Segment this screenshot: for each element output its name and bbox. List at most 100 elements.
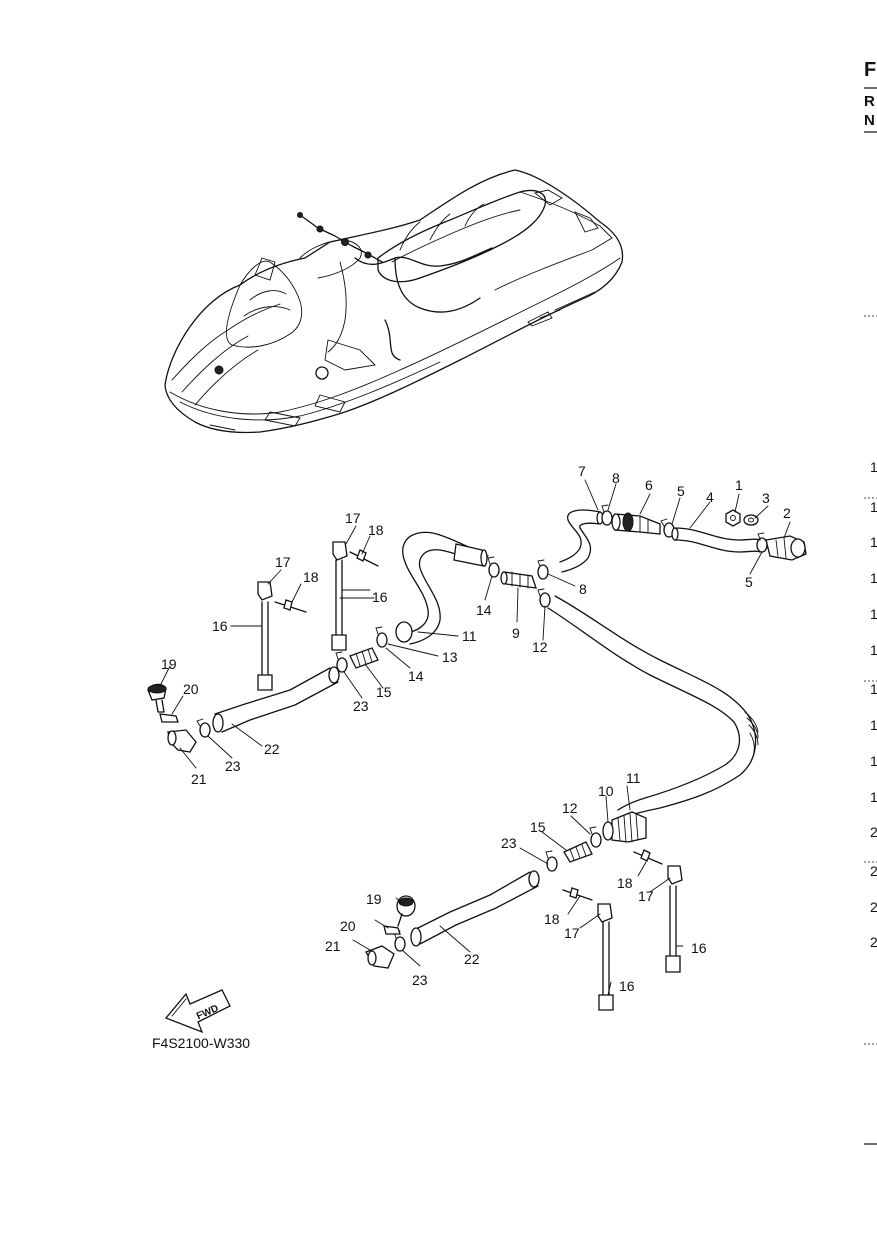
part-18-rivet-c bbox=[562, 887, 593, 901]
edge-number: 2 bbox=[870, 899, 877, 915]
part-10-fitting bbox=[602, 821, 614, 841]
part-23-clamp-c bbox=[393, 930, 406, 952]
callout-9: 9 bbox=[512, 625, 520, 641]
part-15-fitting-upper bbox=[349, 647, 379, 669]
part-17-holder-c bbox=[597, 903, 613, 923]
leader-lines bbox=[159, 479, 791, 996]
callout-23: 23 bbox=[501, 835, 517, 851]
callout-19: 19 bbox=[366, 891, 382, 907]
edge-number: 1 bbox=[870, 642, 877, 658]
part-19-cap-a bbox=[147, 683, 167, 713]
callout-18: 18 bbox=[617, 875, 633, 891]
callout-18: 18 bbox=[544, 911, 560, 927]
callout-17: 17 bbox=[275, 554, 291, 570]
exploded-parts bbox=[147, 504, 807, 1011]
part-4-hose bbox=[671, 527, 761, 553]
part-16-strap-c bbox=[598, 921, 614, 1011]
callout-17: 17 bbox=[345, 510, 361, 526]
callout-22: 22 bbox=[464, 951, 480, 967]
edge-number: 1 bbox=[870, 606, 877, 622]
callout-8: 8 bbox=[612, 470, 620, 486]
part-17-holder-a bbox=[257, 581, 273, 601]
watercraft-illustration bbox=[164, 169, 624, 434]
callout-22: 22 bbox=[264, 741, 280, 757]
callout-16: 16 bbox=[372, 589, 388, 605]
part-22-hose-lower bbox=[410, 870, 540, 947]
callout-7: 7 bbox=[578, 463, 586, 479]
part-1-nut bbox=[725, 509, 741, 527]
callout-17: 17 bbox=[638, 888, 654, 904]
callout-labels: 1 2 3 4 5 5 6 7 8 8 9 10 11 11 12 12 13 … bbox=[161, 463, 791, 994]
edge-number: 1 bbox=[870, 753, 877, 769]
callout-11: 11 bbox=[626, 770, 641, 786]
part-21-elbow-a bbox=[167, 729, 197, 753]
part-8-clamp-b bbox=[537, 559, 549, 580]
part-9-joint bbox=[500, 571, 537, 589]
callout-5: 5 bbox=[745, 574, 753, 590]
part-15-fitting-lower bbox=[563, 841, 593, 863]
callout-8: 8 bbox=[579, 581, 587, 597]
edge-number-column: 1 1 1 1 1 1 1 1 1 1 2 2 2 2 bbox=[864, 315, 877, 1145]
header-letter-n: N bbox=[864, 112, 875, 129]
edge-number: 1 bbox=[870, 789, 877, 805]
part-7-hose bbox=[559, 509, 604, 573]
callout-23: 23 bbox=[412, 972, 428, 988]
part-18-rivet-a bbox=[274, 599, 307, 613]
callout-23: 23 bbox=[353, 698, 369, 714]
callout-18: 18 bbox=[303, 569, 319, 585]
part-11-hose-upper bbox=[395, 531, 489, 645]
edge-number: 1 bbox=[870, 499, 877, 515]
callout-14: 14 bbox=[476, 602, 492, 618]
part-23-clamp-a bbox=[196, 718, 211, 738]
part-12-clamp-b bbox=[589, 826, 602, 848]
part-5-clamp-b bbox=[756, 532, 768, 553]
page-header: F R N bbox=[864, 59, 877, 133]
part-16-strap-a bbox=[257, 601, 273, 691]
edge-number: 1 bbox=[870, 717, 877, 733]
edge-number: 1 bbox=[870, 459, 877, 475]
part-8-clamp-a bbox=[601, 504, 613, 526]
part-18-rivet-d bbox=[633, 849, 663, 865]
part-20-clip-a bbox=[159, 713, 179, 723]
edge-number: 1 bbox=[870, 570, 877, 586]
callout-16: 16 bbox=[691, 940, 707, 956]
fwd-arrow: FWD bbox=[164, 989, 231, 1034]
part-14-clamp-b bbox=[335, 651, 348, 673]
part-16-strap-d bbox=[665, 885, 681, 973]
part-21-elbow-b bbox=[365, 945, 395, 969]
callout-13: 13 bbox=[442, 649, 458, 665]
part-16-strap-b bbox=[331, 559, 347, 651]
edge-number: 1 bbox=[870, 534, 877, 550]
callout-2: 2 bbox=[783, 505, 791, 521]
part-13-clamp bbox=[375, 626, 388, 648]
callout-19: 19 bbox=[161, 656, 177, 672]
callout-14: 14 bbox=[408, 668, 424, 684]
callout-20: 20 bbox=[183, 681, 199, 697]
part-17-holder-d bbox=[667, 865, 683, 885]
callout-20: 20 bbox=[340, 918, 356, 934]
callout-16: 16 bbox=[212, 618, 228, 634]
part-22-hose-upper bbox=[212, 666, 340, 733]
callout-15: 15 bbox=[376, 684, 392, 700]
part-6-valve bbox=[611, 512, 661, 535]
diagram-code: F4S2100-W330 bbox=[152, 1035, 250, 1051]
header-letter-f: F bbox=[864, 59, 876, 81]
edge-number: 2 bbox=[870, 863, 877, 879]
part-17-holder-b bbox=[332, 541, 348, 561]
callout-10: 10 bbox=[598, 783, 614, 799]
part-19-cap-b bbox=[396, 895, 416, 927]
edge-number: 2 bbox=[870, 934, 877, 950]
edge-number: 1 bbox=[870, 681, 877, 697]
part-18-rivet-b bbox=[349, 549, 379, 567]
callout-21: 21 bbox=[325, 938, 341, 954]
part-3-washer bbox=[743, 514, 759, 526]
callout-3: 3 bbox=[762, 490, 770, 506]
edge-number: 2 bbox=[870, 824, 877, 840]
callout-21: 21 bbox=[191, 771, 207, 787]
callout-23: 23 bbox=[225, 758, 241, 774]
callout-17: 17 bbox=[564, 925, 580, 941]
part-2-fitting bbox=[765, 535, 807, 561]
callout-11: 11 bbox=[462, 628, 477, 644]
callout-16: 16 bbox=[619, 978, 635, 994]
